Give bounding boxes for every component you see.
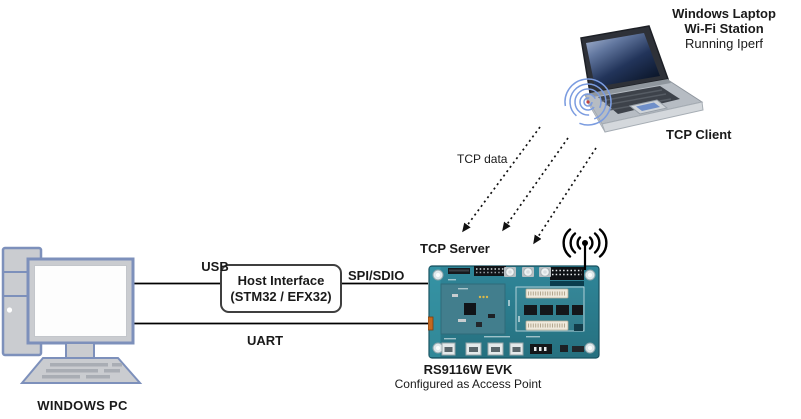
host-interface-box: Host Interface (STM32 / EFX32) bbox=[220, 264, 342, 313]
pc-monitor-icon bbox=[26, 257, 135, 359]
pcb-board-icon bbox=[428, 265, 600, 359]
laptop-note: Running Iperf bbox=[684, 36, 764, 51]
board-buttons bbox=[504, 267, 551, 277]
board-name-label: RS9116W EVK bbox=[423, 362, 513, 377]
pc-keyboard-icon bbox=[19, 357, 143, 384]
board-orange-component bbox=[428, 316, 434, 331]
board-connector-section bbox=[515, 286, 585, 332]
board-silkscreen bbox=[444, 279, 540, 340]
board-rf-module bbox=[440, 283, 506, 335]
board-top-headers bbox=[448, 266, 584, 286]
tcp-server-label: TCP Server bbox=[420, 241, 490, 256]
laptop-touchpad bbox=[628, 99, 669, 115]
tcp-client-label: TCP Client bbox=[666, 127, 732, 142]
laptop-subtitle: Wi-Fi Station bbox=[684, 21, 764, 36]
dotted-arrow-icon bbox=[462, 126, 597, 245]
host-interface-line1: Host Interface bbox=[237, 272, 325, 288]
antenna-icon bbox=[562, 228, 608, 270]
board-bottom-connectors bbox=[441, 342, 584, 356]
laptop-title: Windows Laptop bbox=[672, 6, 776, 21]
board-caption: RS9116W EVK Configured as Access Point bbox=[388, 362, 548, 392]
board-subtitle-label: Configured as Access Point bbox=[394, 377, 542, 391]
laptop-icon bbox=[564, 25, 704, 133]
usb-label: USB bbox=[201, 259, 229, 274]
board-mount-holes bbox=[432, 269, 596, 354]
host-interface-line2: (STM32 / EFX32) bbox=[230, 288, 332, 304]
tcp-data-label: TCP data bbox=[457, 152, 508, 166]
uart-label: UART bbox=[247, 333, 284, 348]
desktop-pc-icon bbox=[1, 246, 143, 384]
laptop-screen bbox=[580, 25, 671, 97]
spi-sdio-label: SPI/SDIO bbox=[348, 268, 405, 283]
windows-pc-label: WINDOWS PC bbox=[37, 398, 128, 413]
board-logo bbox=[574, 324, 583, 331]
laptop-caption: Windows Laptop Wi-Fi Station Running Ipe… bbox=[653, 6, 795, 51]
